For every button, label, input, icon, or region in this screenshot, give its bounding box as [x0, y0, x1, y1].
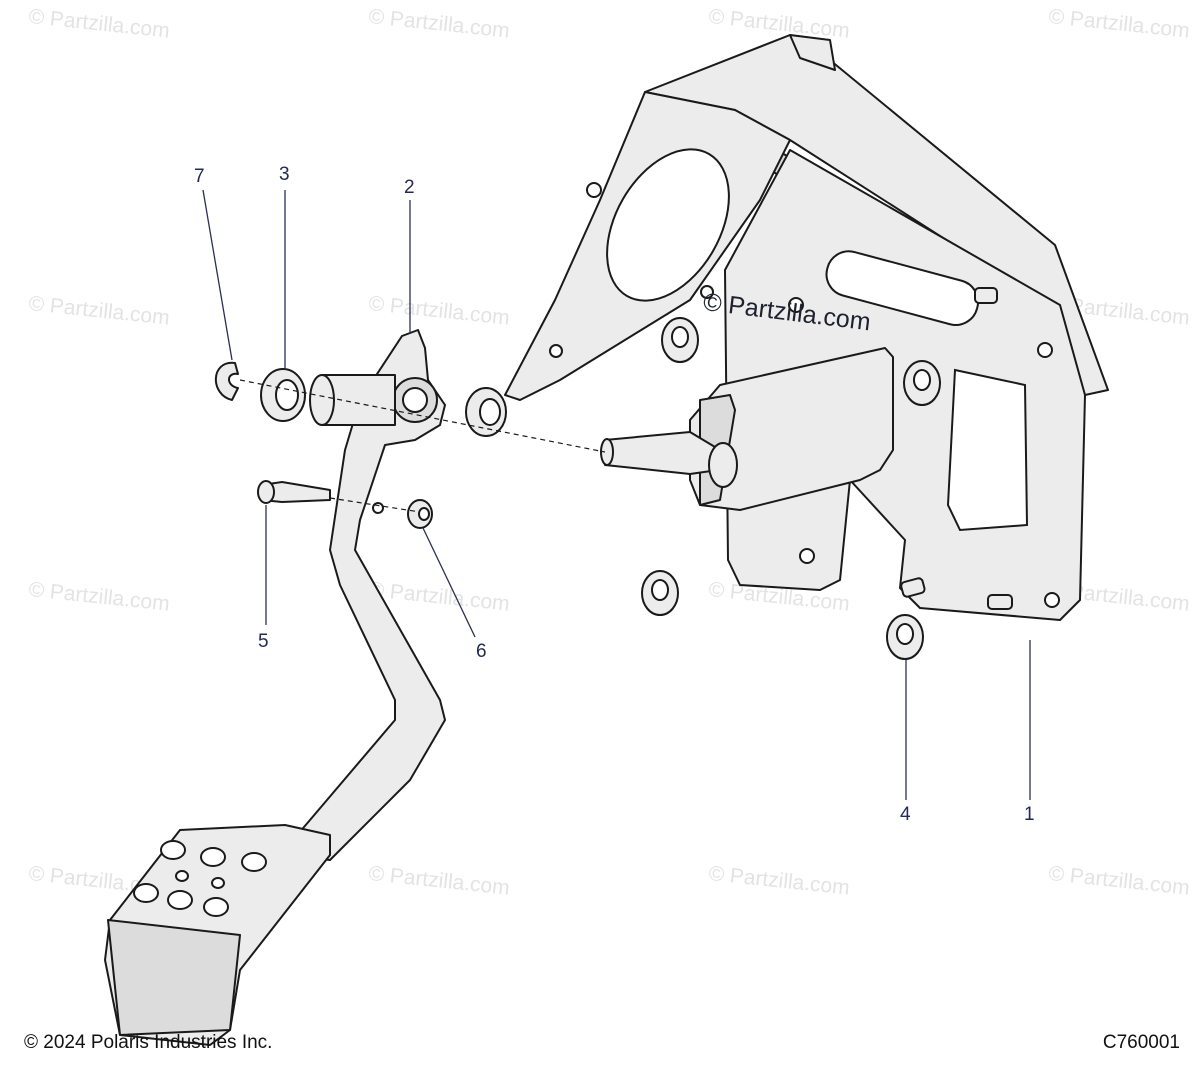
callout-7: 7	[194, 166, 205, 187]
callout-leaders	[202, 189, 1031, 800]
brake-pedal-arm-part-2	[104, 329, 446, 1046]
shoulder-bolt-part-5	[257, 480, 331, 504]
diagram-code: C760001	[1102, 1032, 1180, 1053]
copyright-text: © 2024 Polaris Industries Inc.	[24, 1032, 273, 1053]
flange-nut-part-4	[641, 317, 941, 660]
callout-5: 5	[258, 631, 269, 652]
retaining-clip-part-7	[214, 361, 239, 401]
spacer-washer	[465, 387, 507, 437]
bushing-part-3	[260, 368, 306, 422]
callout-1: 1	[1024, 804, 1035, 825]
callout-2: 2	[404, 177, 415, 198]
nut-part-6	[407, 499, 433, 529]
callout-6: 6	[476, 641, 487, 662]
callout-3: 3	[279, 164, 290, 185]
callout-4: 4	[900, 804, 911, 825]
